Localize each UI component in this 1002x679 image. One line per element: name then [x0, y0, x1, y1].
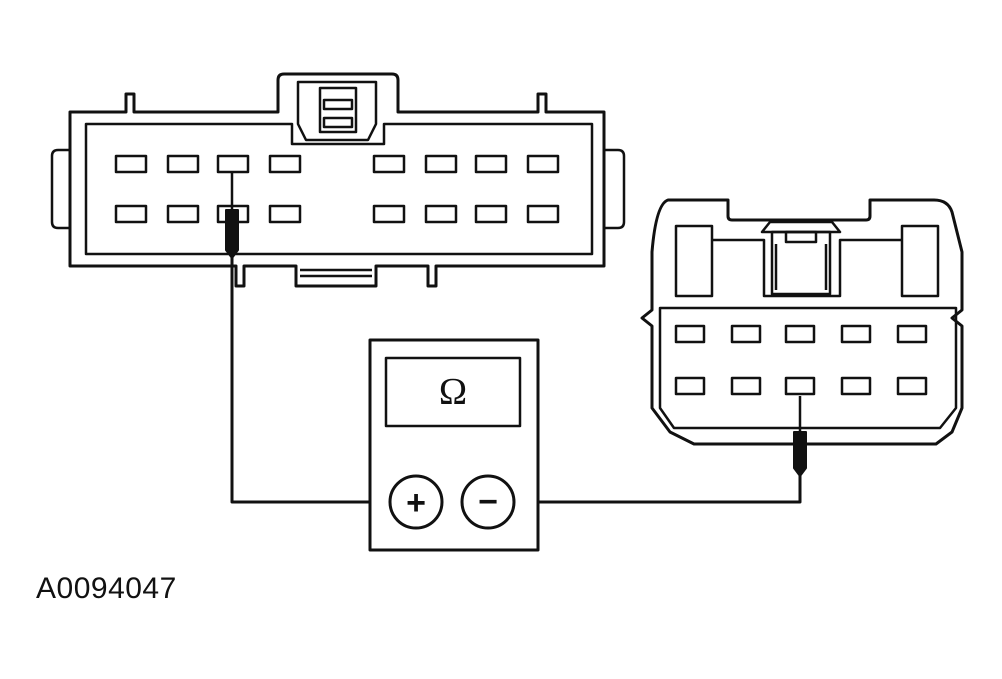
probe-a [225, 172, 239, 259]
connector-b-latch [760, 220, 842, 296]
connector-b [640, 198, 964, 446]
connector-a-right-ear [604, 148, 626, 230]
connector-pin [840, 324, 872, 344]
connector-pin [730, 376, 762, 396]
negative-terminal-label: − [478, 483, 498, 521]
connector-pin [784, 376, 816, 396]
connector-pin [840, 376, 872, 396]
connector-pin [372, 154, 406, 174]
ohm-symbol: Ω [439, 371, 467, 413]
connector-a [50, 72, 626, 288]
connector-pin [166, 204, 200, 224]
reference-code: A0094047 [36, 572, 177, 605]
connector-b-latch-housing [712, 238, 902, 298]
connector-pin [730, 324, 762, 344]
ohmmeter-display [384, 356, 522, 428]
connector-pin [896, 376, 928, 396]
connector-pin [784, 324, 816, 344]
connector-a-bottom-tab [300, 268, 372, 278]
connector-a-left-ear [50, 148, 70, 230]
test-lead-positive [230, 256, 386, 504]
connector-pin [268, 154, 302, 174]
connector-pin [216, 154, 250, 174]
connector-b-shoulders [674, 224, 940, 298]
connector-b-pins [674, 324, 928, 396]
connector-pin [474, 204, 508, 224]
negative-terminal [460, 474, 516, 530]
positive-terminal-label: + [406, 484, 426, 522]
connector-pin [114, 204, 148, 224]
positive-terminal [388, 474, 444, 530]
connector-pin [424, 154, 458, 174]
connector-pin [896, 324, 928, 344]
connector-a-pins [114, 154, 560, 224]
connector-pin [674, 324, 706, 344]
connector-b-housing [640, 198, 964, 446]
connector-a-latch [296, 80, 378, 142]
ohmmeter [368, 338, 540, 552]
probe-b [793, 396, 807, 477]
test-lead-negative [516, 472, 802, 504]
connector-pin [372, 204, 406, 224]
connector-pin [114, 154, 148, 174]
connector-pin [268, 204, 302, 224]
connector-pin [474, 154, 508, 174]
connector-pin [166, 154, 200, 174]
connector-pin [526, 204, 560, 224]
connector-pin [526, 154, 560, 174]
connector-pin [424, 204, 458, 224]
connector-pin [674, 376, 706, 396]
connector-b-inner-face [658, 306, 958, 430]
connector-a-housing [68, 72, 606, 288]
connector-a-inner-face [84, 122, 594, 256]
